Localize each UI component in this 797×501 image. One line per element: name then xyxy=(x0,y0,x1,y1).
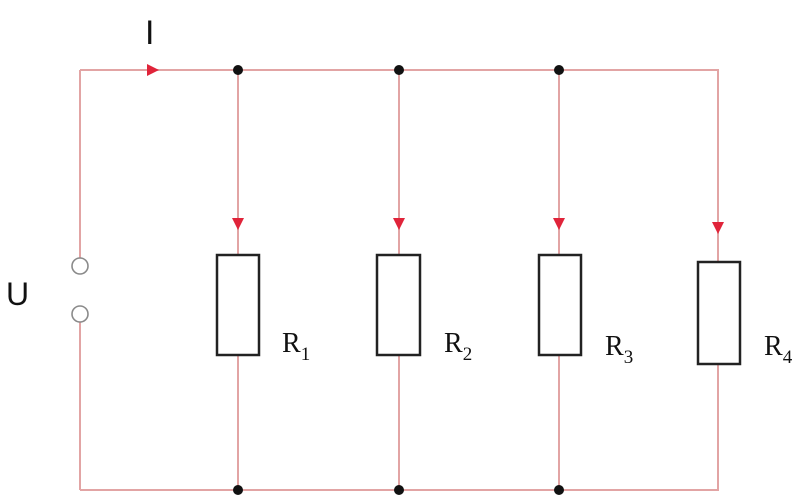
arrow-branch-1-down xyxy=(232,218,244,230)
resistor-r3 xyxy=(537,253,583,357)
resistor-label-r3-sub: 3 xyxy=(624,347,634,368)
top-bus-wire xyxy=(80,69,719,232)
resistor-label-r1-letter: R xyxy=(282,328,301,359)
junction-node-bottom-2 xyxy=(394,485,404,495)
resistors xyxy=(215,253,742,366)
junction-node-top-1 xyxy=(233,65,243,75)
resistor-label-r1-sub: 1 xyxy=(301,344,311,365)
resistor-r2 xyxy=(375,253,422,357)
resistor-r1 xyxy=(215,253,261,357)
resistor-label-r3: R3 xyxy=(605,331,633,368)
terminal-bottom xyxy=(71,305,89,323)
resistor-label-r2: R2 xyxy=(444,328,472,365)
junction-node-bottom-1 xyxy=(233,485,243,495)
resistor-label-r4-letter: R xyxy=(764,331,783,362)
current-arrows xyxy=(147,64,724,234)
arrow-branch-4-down xyxy=(712,222,724,234)
bottom-bus-wire xyxy=(80,364,719,491)
arrow-branch-3-down xyxy=(553,218,565,230)
arrow-branch-2-down xyxy=(393,218,405,230)
resistor-label-r4: R4 xyxy=(764,331,793,368)
source-terminals xyxy=(71,257,89,323)
resistor-label-r2-letter: R xyxy=(444,328,463,359)
junction-node-top-3 xyxy=(554,65,564,75)
resistor-label-r3-letter: R xyxy=(605,331,624,362)
arrow-main-right xyxy=(147,64,159,76)
junction-node-top-2 xyxy=(394,65,404,75)
terminal-top xyxy=(71,257,89,275)
resistor-label-r1: R1 xyxy=(282,328,310,365)
junction-node-bottom-3 xyxy=(554,485,564,495)
junction-nodes xyxy=(233,65,564,495)
resistor-label-r2-sub: 2 xyxy=(463,344,473,365)
resistor-label-r4-sub: 4 xyxy=(783,347,793,368)
wires xyxy=(79,69,719,491)
voltage-label: U xyxy=(6,276,29,312)
resistor-r4 xyxy=(696,260,742,366)
current-label: I xyxy=(145,14,154,52)
